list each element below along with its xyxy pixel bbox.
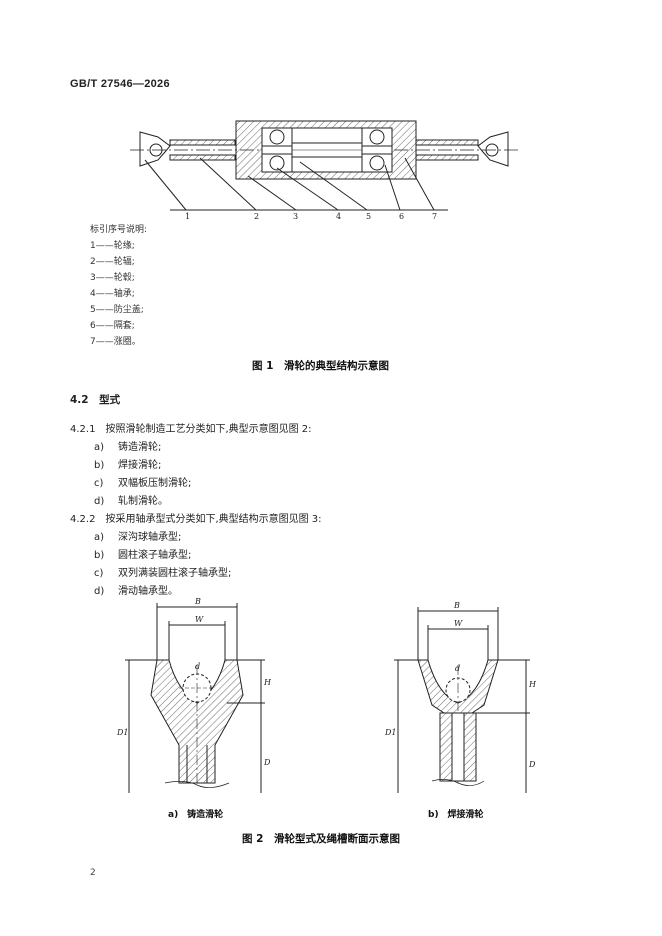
- figure2a-drawing: B W d H D1 D: [116, 597, 272, 793]
- legend-item: 4——轴承;: [90, 289, 135, 299]
- callout-3: 3: [293, 212, 298, 221]
- standard-number: GB/T 27546—2026: [70, 78, 170, 90]
- callout-6: 6: [399, 212, 404, 221]
- dim-label-b: B: [453, 601, 460, 610]
- dim-label-b: B: [194, 597, 201, 606]
- legend-item: 1——轮缘;: [90, 241, 135, 251]
- dim-label-big-d: D: [263, 758, 271, 767]
- dim-label-w: W: [454, 619, 463, 628]
- callout-2: 2: [254, 212, 259, 221]
- figure2-caption: 图 2 滑轮型式及绳槽断面示意图: [242, 833, 400, 845]
- clause-4-2-2: 4.2.2 按采用轴承型式分类如下,典型结构示意图见图 3:: [70, 514, 322, 525]
- figure2a-caption: a) 铸造滑轮: [168, 810, 224, 820]
- dim-label-d: d: [195, 662, 200, 671]
- callout-5: 5: [366, 212, 371, 221]
- list-item: c)双列满装圆柱滚子轴承型;: [94, 568, 232, 579]
- dim-label-d: d: [455, 664, 460, 673]
- figure2b-drawing: B W d H D1 D: [384, 601, 537, 793]
- figure1-drawing: 1 2 3 4 5 6 7: [130, 120, 520, 221]
- dim-label-w: W: [195, 615, 204, 624]
- figure1-caption: 图 1 滑轮的典型结构示意图: [252, 360, 389, 372]
- legend-title: 标引序号说明:: [90, 225, 148, 235]
- legend-item: 6——隔套;: [90, 321, 135, 331]
- list-item: a)铸造滑轮;: [94, 442, 162, 453]
- figure2b-caption: b) 焊接滑轮: [428, 810, 484, 820]
- callout-1: 1: [185, 212, 190, 221]
- callout-4: 4: [336, 212, 341, 221]
- page-number: 2: [90, 868, 96, 878]
- dim-label-h: H: [528, 680, 537, 689]
- list-item: a)深沟球轴承型;: [94, 532, 182, 543]
- clause-4-2-1: 4.2.1 按照滑轮制造工艺分类如下,典型示意图见图 2:: [70, 424, 312, 435]
- dim-label-d1: D1: [116, 728, 129, 737]
- list-item: d)滑动轴承型。: [94, 586, 178, 597]
- list-item: c)双幅板压制滑轮;: [94, 478, 192, 489]
- dim-label-big-d: D: [528, 760, 536, 769]
- list-item: b)圆柱滚子轴承型;: [94, 550, 192, 561]
- dim-label-d1: D1: [384, 728, 397, 737]
- legend-item: 3——轮毂;: [90, 273, 135, 283]
- callout-7: 7: [432, 212, 437, 221]
- legend-item: 5——防尘盖;: [90, 305, 144, 315]
- dim-label-h: H: [263, 678, 272, 687]
- section-heading: 4.2 型式: [70, 394, 121, 406]
- list-item: b)焊接滑轮;: [94, 460, 162, 471]
- legend-item: 2——轮辐;: [90, 257, 135, 267]
- list-item: d)轧制滑轮。: [94, 496, 168, 507]
- legend-item: 7——涨圈。: [90, 337, 141, 347]
